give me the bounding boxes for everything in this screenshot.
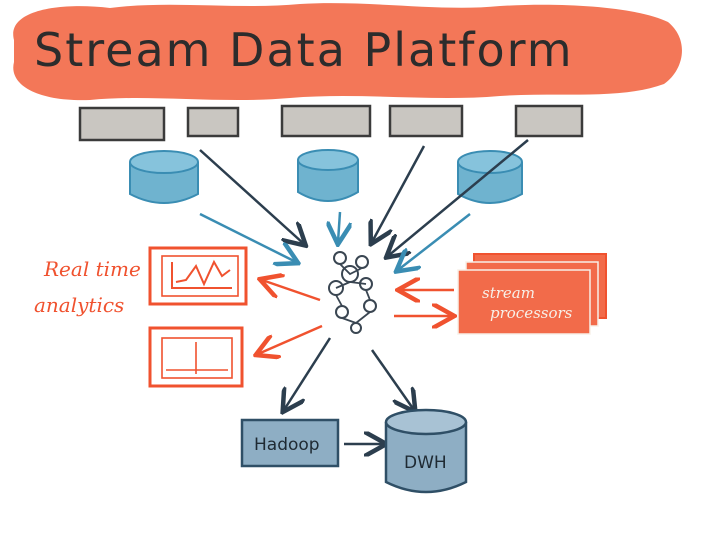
arrow bbox=[338, 211, 340, 242]
title-banner: Stream Data Platform bbox=[13, 3, 682, 101]
hub-icon bbox=[328, 251, 377, 334]
analytics-dashboard-panel bbox=[148, 326, 244, 388]
arrow bbox=[262, 280, 321, 302]
arrow bbox=[370, 349, 414, 410]
dashboard-icon bbox=[161, 337, 233, 379]
stream-processors-stack: stream processors bbox=[457, 253, 607, 335]
arrow bbox=[199, 212, 296, 262]
page-title: Stream Data Platform bbox=[34, 23, 574, 77]
arrow bbox=[388, 139, 529, 256]
inbound-arrows bbox=[199, 139, 529, 270]
realtime-analytics-label-line2: analytics bbox=[34, 293, 124, 317]
dwh-label: DWH bbox=[404, 453, 447, 473]
source-box bbox=[78, 106, 166, 142]
arrow bbox=[199, 149, 304, 244]
stream-processors-label-line2: processors bbox=[490, 304, 573, 322]
database-icon bbox=[457, 150, 523, 204]
source-boxes bbox=[78, 104, 584, 142]
arrow bbox=[398, 213, 471, 270]
source-box bbox=[514, 104, 584, 138]
line-chart-icon bbox=[171, 259, 232, 289]
realtime-analytics-label-line1: Real time bbox=[43, 257, 141, 281]
source-box bbox=[186, 106, 240, 138]
source-databases bbox=[129, 149, 523, 204]
arrow bbox=[284, 337, 332, 410]
arrow bbox=[258, 324, 323, 354]
database-icon bbox=[297, 149, 359, 202]
analytics-chart-panel bbox=[148, 246, 248, 306]
source-box bbox=[388, 104, 464, 138]
dwh-store: DWH bbox=[384, 408, 468, 494]
stream-processors-label-line1: stream bbox=[482, 284, 535, 302]
database-icon bbox=[129, 150, 199, 204]
hadoop-label: Hadoop bbox=[254, 435, 320, 455]
source-box bbox=[280, 104, 372, 138]
hadoop-store: Hadoop bbox=[240, 418, 340, 468]
arrow bbox=[372, 145, 426, 242]
